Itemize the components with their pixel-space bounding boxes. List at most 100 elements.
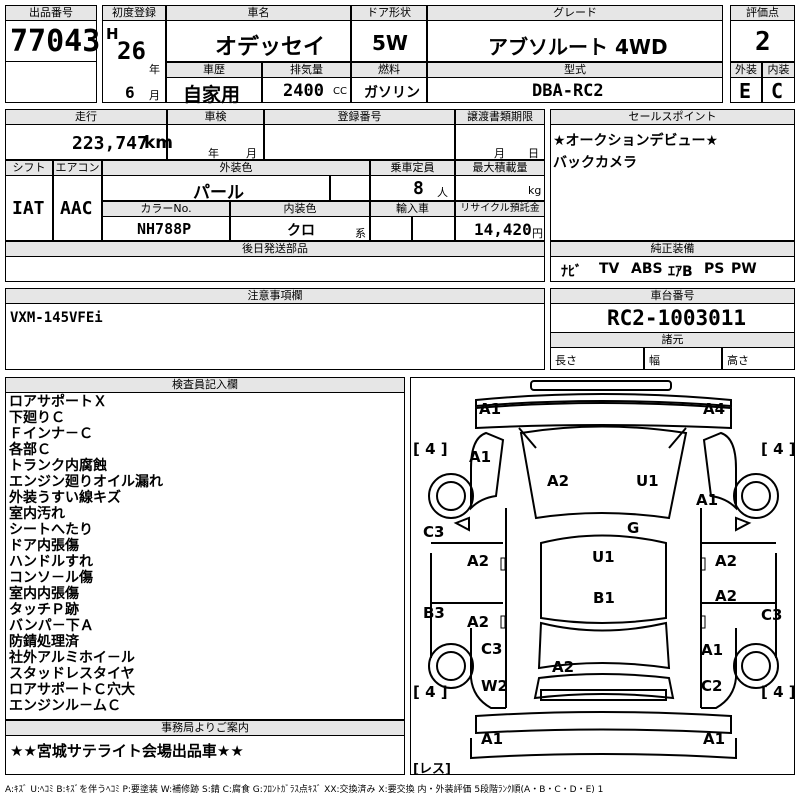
damage-legend: A:ｷｽﾞ U:ﾍｺﾐ B:ｷｽﾞを伴うﾍｺﾐ P:要塗装 W:補修跡 S:錆 … — [5, 785, 604, 795]
score-label: 評価点 — [730, 5, 795, 21]
mark-c3-left-quarter: C3 — [481, 640, 503, 658]
model-label: 型式 — [427, 62, 723, 78]
mark-a2-left-rear-door: A2 — [467, 613, 490, 631]
inspector-label: 検査員記入欄 — [5, 377, 405, 393]
inspector-line-14: タッチＰ跡 — [9, 602, 79, 618]
equip-abs: ABS — [631, 261, 663, 277]
mileage-unit: km — [144, 133, 174, 153]
chassis-label: 車台番号 — [550, 288, 795, 304]
mark-a2-trunk: A2 — [552, 658, 575, 676]
model-cell: DBA-RC2 — [427, 77, 723, 103]
transfer-label: 譲渡書類期限 — [455, 109, 545, 125]
import-cell-b — [412, 216, 455, 241]
month-unit: 月 — [149, 89, 160, 102]
maxload-cell: kg — [455, 175, 545, 201]
mark-a2-right-front-door: A2 — [715, 552, 738, 570]
year-unit: 年 — [149, 63, 160, 76]
door-label: ドア形状 — [351, 5, 427, 21]
mark-c3-left: C3 — [423, 523, 445, 541]
intcolor: クロ — [287, 223, 315, 239]
inspector-line-18: スタッドレスタイヤ — [9, 666, 135, 682]
mark-a1-rear-left: A1 — [481, 730, 504, 748]
sales-line-2: バックカメラ — [553, 155, 637, 171]
import-cell-a — [370, 216, 412, 241]
displacement-cell: 2400 CC — [262, 77, 351, 103]
maxload-unit: kg — [528, 184, 542, 197]
lot-number: 77043 — [10, 24, 101, 59]
int-score: C — [771, 79, 784, 103]
equip-ps: PS — [704, 261, 725, 277]
intcolor-unit: 系 — [355, 227, 366, 240]
name-label: 車名 — [166, 5, 351, 21]
lot-blank — [5, 61, 97, 103]
fuel: ガソリン — [364, 85, 420, 101]
reg-year: 26 — [117, 37, 146, 65]
chassis-cell: RC2-1003011 — [550, 303, 795, 333]
dims-length: 長さ — [555, 354, 577, 367]
tire-fr: [ 4 ] — [761, 440, 796, 458]
later-parts-cell — [5, 256, 545, 282]
ext-score: E — [739, 79, 752, 103]
mark-a4-front-right: A4 — [703, 400, 726, 418]
mark-a1-left-fender: A1 — [469, 448, 492, 466]
displacement: 2400 — [283, 81, 324, 101]
mark-a2-right-rear-door: A2 — [715, 587, 738, 605]
era: H — [106, 25, 119, 43]
grade: アブソルート 4WD — [488, 35, 668, 59]
first-reg-cell: H 26 年 6 月 — [102, 20, 166, 103]
mark-u1-hood: U1 — [636, 472, 659, 490]
office-cell: ★★宮城サテライト会場出品車★★ — [5, 735, 405, 775]
fuel-label: 燃料 — [351, 62, 427, 78]
recycle-label: リサイクル預託金 — [455, 201, 545, 217]
capacity-unit: 人 — [437, 186, 448, 199]
capacity: 8 — [413, 178, 424, 199]
mark-a1-front-left: A1 — [479, 400, 502, 418]
inspector-line-12: コンソ－ル傷 — [9, 570, 93, 586]
equipment-cell: ﾅﾋﾞ TV ABS ｴｱB PS PW — [550, 256, 795, 282]
dims-width: 幅 — [649, 354, 660, 367]
capacity-label: 乗車定員 — [370, 160, 455, 176]
mark-a1-right-quarter: A1 — [701, 641, 724, 659]
mark-g-windshield: G — [627, 519, 640, 537]
intcolor-cell: クロ 系 — [230, 216, 370, 241]
score-cell: 2 — [730, 20, 795, 62]
displacement-label: 排気量 — [262, 62, 351, 78]
displacement-unit: CC — [333, 86, 347, 97]
shift-cell: IAT — [5, 175, 53, 241]
ac-cell: AAC — [53, 175, 102, 241]
spare-tire: [レス] — [413, 762, 451, 777]
tire-rr: [ 4 ] — [761, 683, 796, 701]
dims-height: 高さ — [727, 354, 749, 367]
mileage-label: 走行 — [5, 109, 167, 125]
mark-u1-roof: U1 — [592, 548, 615, 566]
recycle-unit: 円 — [532, 227, 543, 240]
inspector-line-7: 外装うすい線キズ — [9, 490, 121, 506]
shift: IAT — [12, 198, 45, 219]
dims-label: 諸元 — [550, 332, 795, 348]
chassis-number: RC2-1003011 — [607, 306, 747, 330]
dims-height-cell: 高さ — [722, 347, 795, 370]
inspection-label: 車検 — [167, 109, 264, 125]
sales-label: セールスポイント — [550, 109, 795, 125]
notes-cell: VXM-145VFEi — [5, 303, 545, 370]
color-label: 外装色 — [102, 160, 370, 176]
mark-w2: W2 — [481, 677, 508, 695]
notes-text: VXM-145VFEi — [10, 310, 103, 326]
colorno-cell: NH788P — [102, 216, 230, 241]
inspector-line-11: ハンドルすれ — [9, 554, 93, 570]
inspector-line-16: 防錆処理済 — [9, 634, 79, 650]
shift-label: シフト — [5, 160, 53, 176]
grade-cell: アブソルート 4WD — [427, 20, 723, 62]
maxload-label: 最大積載量 — [455, 160, 545, 176]
tire-rl: [ 4 ] — [413, 683, 448, 701]
lot-label: 出品番号 — [5, 5, 97, 21]
fuel-cell: ガソリン — [351, 77, 427, 103]
equip-airbag: ｴｱB — [668, 264, 693, 280]
colorno: NH788P — [137, 220, 192, 238]
sales-line-1: ★オークションデビュー★ — [553, 133, 719, 149]
inspector-line-6: エンジン廻りオイル漏れ — [9, 474, 163, 490]
mark-b3-left: B3 — [423, 604, 445, 622]
history-cell: 自家用 — [166, 77, 262, 106]
equip-pw: PW — [731, 261, 757, 277]
capacity-cell: 8 人 — [370, 175, 455, 201]
